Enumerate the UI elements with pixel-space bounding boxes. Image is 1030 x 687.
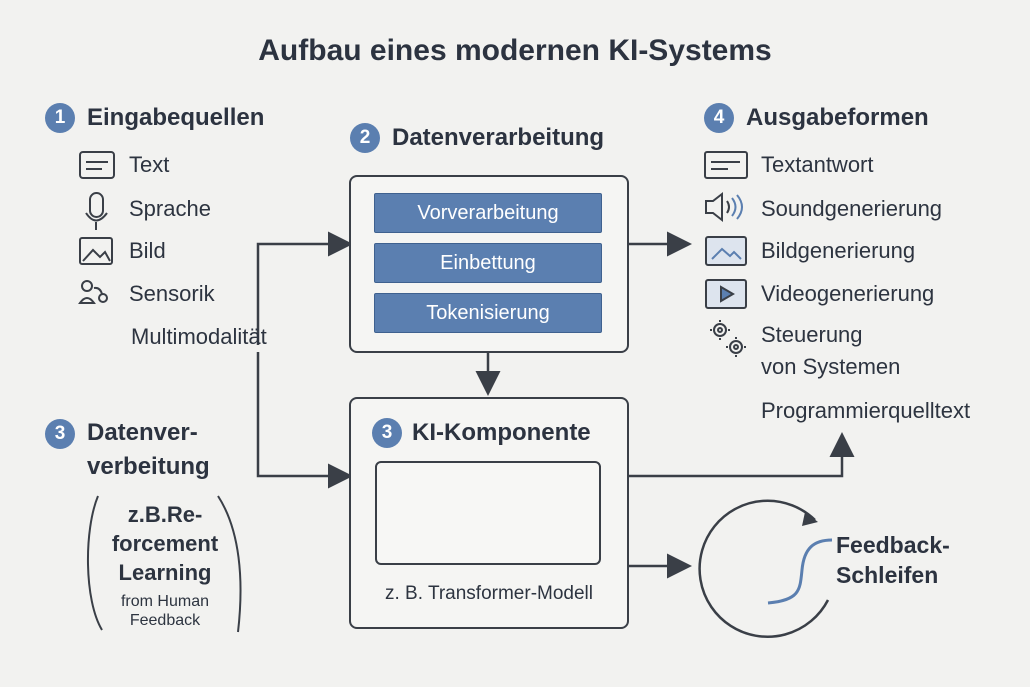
- step-einbettung: Einbettung: [374, 243, 602, 283]
- output-item-bildgenerierung: Bildgenerierung: [761, 238, 916, 263]
- text-lines-icon: [79, 151, 115, 179]
- gears-icon: [710, 320, 746, 357]
- section1-number-badge: 1: [45, 103, 75, 133]
- output-item-steuerung-line2: von Systemen: [761, 354, 901, 379]
- text-box-icon: [704, 151, 748, 179]
- section1-heading: Eingabequellen: [87, 104, 265, 131]
- output-item-programmierquelltext: Programmierquelltext: [761, 398, 971, 423]
- model-frame: [375, 461, 601, 565]
- section3-left-heading-line1: Datenver-: [87, 419, 198, 446]
- rlhf-note: z.B.Re- forcement Learning: [100, 500, 230, 587]
- input-multimodality: Multimodalität: [131, 324, 267, 349]
- rlhf-note-line2: forcement: [111, 531, 219, 556]
- bracket-left: [87, 495, 103, 631]
- output-item-steuerung: Steuerung: [761, 322, 863, 347]
- input-item-sensorik: Sensorik: [129, 281, 215, 306]
- output-item-textantwort: Textantwort: [761, 152, 874, 177]
- rlhf-note-line1: z.B.Re-: [127, 502, 203, 527]
- sensor-icon: [78, 280, 108, 304]
- section4-number-badge: 4: [704, 103, 734, 133]
- section3-left-heading-line2: verbeitung: [87, 453, 210, 480]
- input-item-text: Text: [129, 152, 170, 177]
- sound-wave-icon: [731, 194, 743, 220]
- input-item-bild: Bild: [129, 238, 166, 263]
- feedback-label-line2: Schleifen: [836, 562, 939, 588]
- video-play-icon: [705, 279, 747, 309]
- section2-number-badge: 2: [350, 123, 380, 153]
- feedback-label: Feedback- Schleifen: [836, 530, 950, 590]
- arrow-input-to-model: [256, 352, 353, 489]
- bracket-right: [217, 495, 242, 633]
- feedback-label-line1: Feedback-: [836, 532, 950, 558]
- rlhf-note-line4: from Human: [120, 593, 210, 610]
- image-icon: [79, 237, 113, 265]
- rlhf-note-line3: Learning: [118, 560, 212, 585]
- step-vorverarbeitung: Vorverarbeitung: [374, 193, 602, 233]
- model-caption: z. B. Transformer-Modell: [385, 583, 593, 604]
- rlhf-note-line5: Feedback: [129, 612, 201, 629]
- section3-left-number-badge: 3: [45, 419, 75, 449]
- feedback-loop-icon: [698, 499, 833, 639]
- section3-number-badge: 3: [372, 418, 402, 448]
- speaker-icon: [705, 191, 730, 223]
- input-item-sprache: Sprache: [129, 196, 211, 221]
- section2-heading: Datenverarbeitung: [392, 124, 605, 151]
- arrow-model-to-output: [627, 432, 855, 478]
- step-tokenisierung: Tokenisierung: [374, 293, 602, 333]
- arrow-input-to-processing: [256, 231, 353, 345]
- microphone-icon: [85, 192, 108, 230]
- image-output-icon: [705, 236, 747, 266]
- section4-heading: Ausgabeformen: [746, 104, 929, 131]
- output-item-videogenerierung: Videogenerierung: [761, 281, 935, 306]
- rlhf-note-small: from Human Feedback: [100, 592, 230, 630]
- page-title: Aufbau eines modernen KI-Systems: [258, 34, 772, 67]
- output-item-soundgenerierung: Soundgenerierung: [761, 196, 943, 221]
- section3-heading: KI-Komponente: [412, 419, 591, 446]
